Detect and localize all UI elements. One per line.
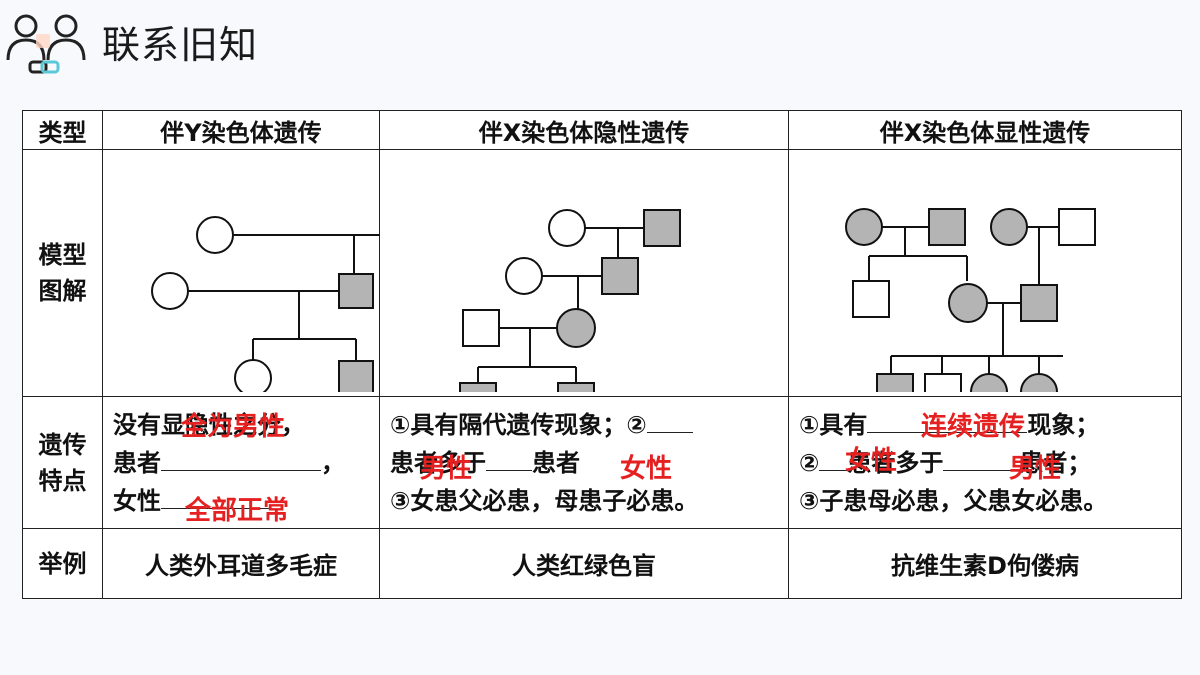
pedigree-y-linked xyxy=(151,216,424,397)
inheritance-table: 类型 伴Y染色体遗传 伴X染色体隐性遗传 伴X染色体显性遗传 模型图解 xyxy=(22,110,1182,599)
answer-y-2: 全部正常 xyxy=(185,495,290,526)
feature-row: 遗传特点 没有显隐性之分， 患者， 女性 全为男性 全部正常 ①具有隔代遗传现象… xyxy=(22,396,1182,529)
feature-y-linked: 没有显隐性之分， 患者， 女性 全为男性 全部正常 xyxy=(102,396,380,529)
row-label-diagram: 模型图解 xyxy=(22,149,103,397)
feature-x-recessive: ①具有隔代遗传现象；② 患者多于患者 ③女患父必患，母患子必患。 男性 女性 xyxy=(379,396,789,529)
answer-xd-3: 男性 xyxy=(1009,453,1062,484)
header-row: 类型 伴Y染色体遗传 伴X染色体隐性遗传 伴X染色体显性遗传 xyxy=(22,110,1182,150)
diagram-row: 模型图解 xyxy=(22,149,1182,420)
people-link-icon xyxy=(6,14,86,74)
pedigree-x-recessive-cell xyxy=(379,149,789,420)
answer-y-1: 全为男性 xyxy=(181,411,286,442)
header-type: 类型 xyxy=(22,110,103,150)
example-x-dominant: 抗维生素D佝偻病 xyxy=(788,528,1182,599)
answer-xr-1: 男性 xyxy=(420,453,473,484)
pedigree-y-linked-cell xyxy=(102,149,424,397)
example-y-linked: 人类外耳道多毛症 xyxy=(102,528,380,599)
header: 联系旧知 xyxy=(0,0,1200,80)
example-row: 举例 人类外耳道多毛症 人类红绿色盲 抗维生素D佝偻病 xyxy=(22,528,1182,599)
answer-xd-1: 连续遗传 xyxy=(921,411,1026,442)
answer-xr-2: 女性 xyxy=(620,453,673,484)
answer-xd-2: 女性 xyxy=(845,445,898,476)
row-label-feature: 遗传特点 xyxy=(22,396,103,529)
pedigree-x-dominant xyxy=(845,208,1096,411)
example-x-recessive: 人类红绿色盲 xyxy=(379,528,789,599)
pedigree-x-dominant-cell xyxy=(788,149,1182,411)
header-y-linked: 伴Y染色体遗传 xyxy=(102,110,380,150)
row-label-example: 举例 xyxy=(22,528,103,599)
pedigree-x-recessive xyxy=(459,209,681,420)
header-x-recessive: 伴X染色体隐性遗传 xyxy=(379,110,789,150)
page-title: 联系旧知 xyxy=(102,23,259,67)
header-x-dominant: 伴X染色体显性遗传 xyxy=(788,110,1182,150)
